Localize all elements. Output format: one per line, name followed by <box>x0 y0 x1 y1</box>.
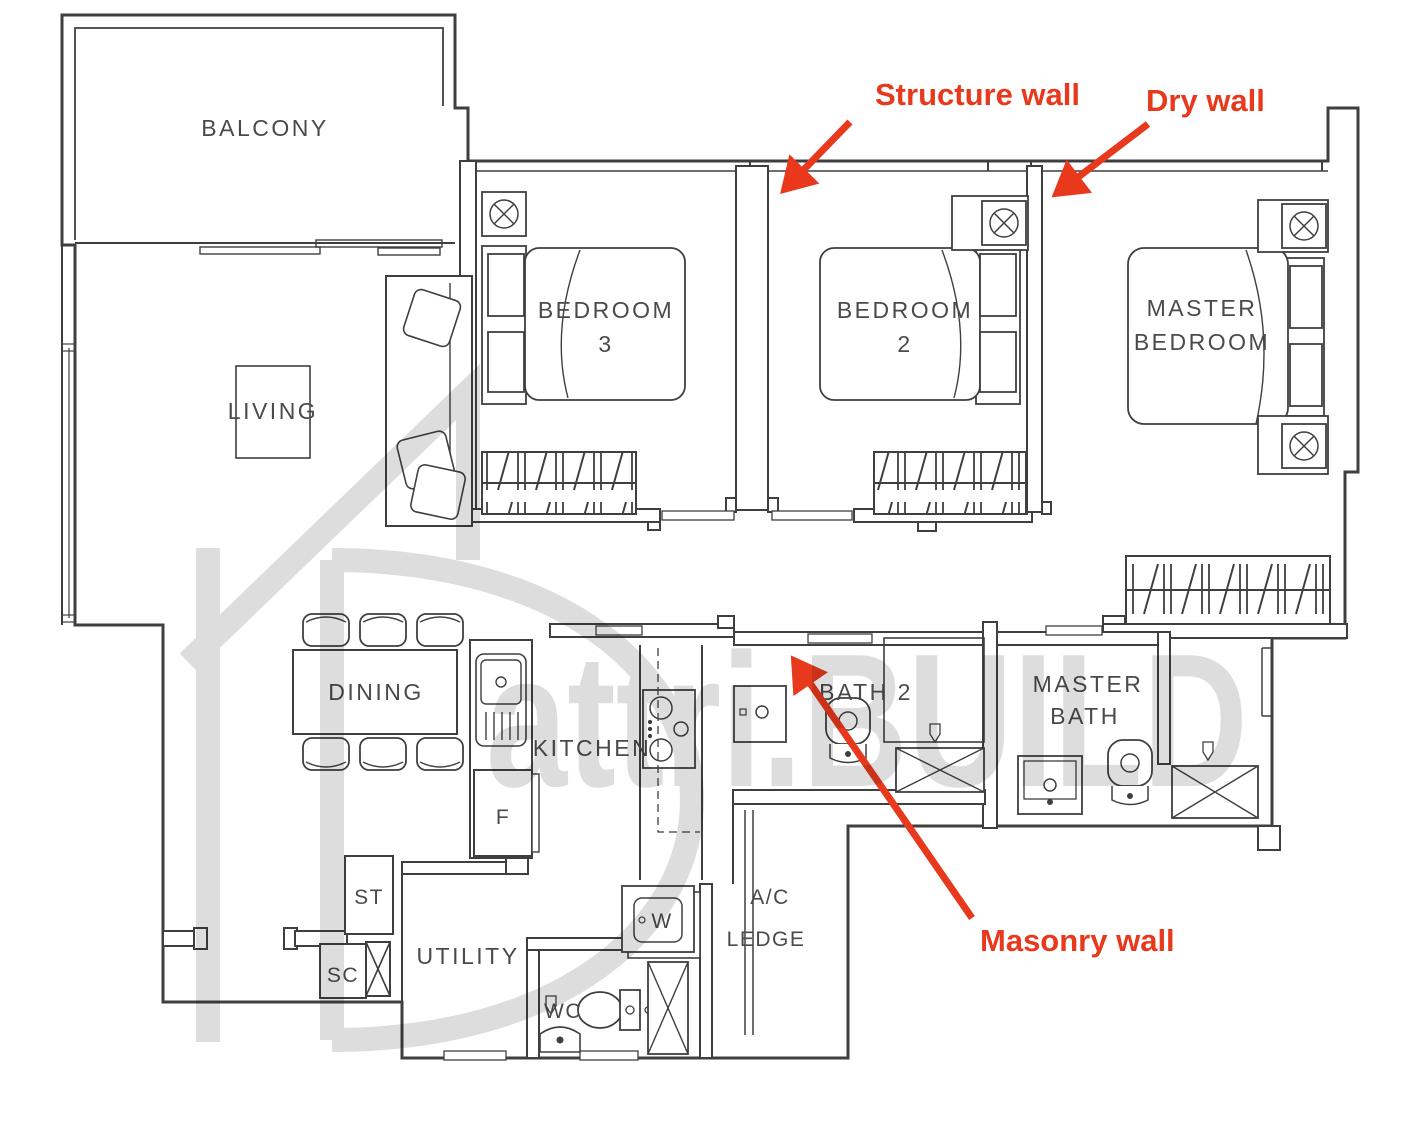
annotations: Structure wall Dry wall Masonry wall <box>780 77 1265 958</box>
labels: BALCONY LIVING DINING KITCHEN BEDROOM 3 … <box>201 115 1270 1023</box>
house-d-logo-icon <box>179 363 705 1052</box>
wardrobe-bedroom2 <box>873 451 1027 515</box>
bedroom3-bed <box>481 245 686 405</box>
bedroom2-label: BEDROOM <box>837 297 973 323</box>
sink-icon <box>539 1026 581 1053</box>
fridge-label: F <box>496 806 510 829</box>
tap-icon <box>1202 741 1214 762</box>
tap-icon <box>929 723 941 744</box>
masonry-wall-label: Masonry wall <box>980 923 1175 958</box>
dry-wall <box>1026 165 1043 513</box>
store-box <box>344 855 394 935</box>
svg-text:BATH: BATH <box>1050 703 1120 729</box>
fan-icon <box>1281 423 1327 469</box>
walls <box>60 13 1360 1061</box>
bath2-fixtures <box>733 637 985 793</box>
structure-wall <box>735 165 769 511</box>
furniture <box>235 191 1331 1055</box>
wardrobe-master <box>1125 555 1331 625</box>
shower-icon <box>1171 765 1259 819</box>
living-label: LIVING <box>228 398 318 424</box>
wardrobe-bedroom3 <box>481 451 637 515</box>
bedroom2-bed <box>819 245 1021 405</box>
toilet-icon <box>577 989 652 1031</box>
svg-text:2: 2 <box>897 331 912 357</box>
wc-fixtures <box>539 989 652 1053</box>
master-bath-fixtures <box>1017 739 1259 819</box>
svg-text:3: 3 <box>598 331 613 357</box>
sink-icon <box>475 653 527 747</box>
store-label: ST <box>354 886 384 909</box>
fan-icon <box>481 191 527 237</box>
dry-wall-label: Dry wall <box>1146 83 1265 118</box>
svg-text:LEDGE: LEDGE <box>727 928 806 951</box>
ac-ledge-label: A/C <box>750 886 790 909</box>
fan-icon <box>981 200 1027 246</box>
bath2-masterbath-divider <box>982 621 998 829</box>
shower-icon <box>647 961 689 1055</box>
kitchen-label: KITCHEN <box>533 735 651 761</box>
master-bath-label: MASTER <box>1033 671 1144 697</box>
svg-text:BEDROOM: BEDROOM <box>1134 329 1270 355</box>
dry-wall-arrow <box>1051 121 1151 198</box>
fan-icon <box>1281 203 1327 249</box>
living-label-box <box>235 365 311 459</box>
balcony-label: BALCONY <box>201 115 328 141</box>
master-bed <box>1127 247 1325 425</box>
master-bedroom-label: MASTER <box>1147 295 1258 321</box>
masonry-wall-arrow <box>790 655 975 920</box>
bath2-label: BATH 2 <box>819 679 913 705</box>
sink-icon <box>1017 755 1083 815</box>
bedroom3-label: BEDROOM <box>538 297 674 323</box>
shower-icon <box>895 747 985 793</box>
utility-label: UTILITY <box>416 943 519 969</box>
sink-icon <box>733 685 787 743</box>
watermark: attri.BUILD <box>179 363 1248 1052</box>
structure-wall-label: Structure wall <box>875 77 1080 112</box>
fridge-box <box>473 769 533 857</box>
structure-wall-arrow <box>780 119 853 195</box>
watermark-text: attri.BUILD <box>486 615 1248 827</box>
